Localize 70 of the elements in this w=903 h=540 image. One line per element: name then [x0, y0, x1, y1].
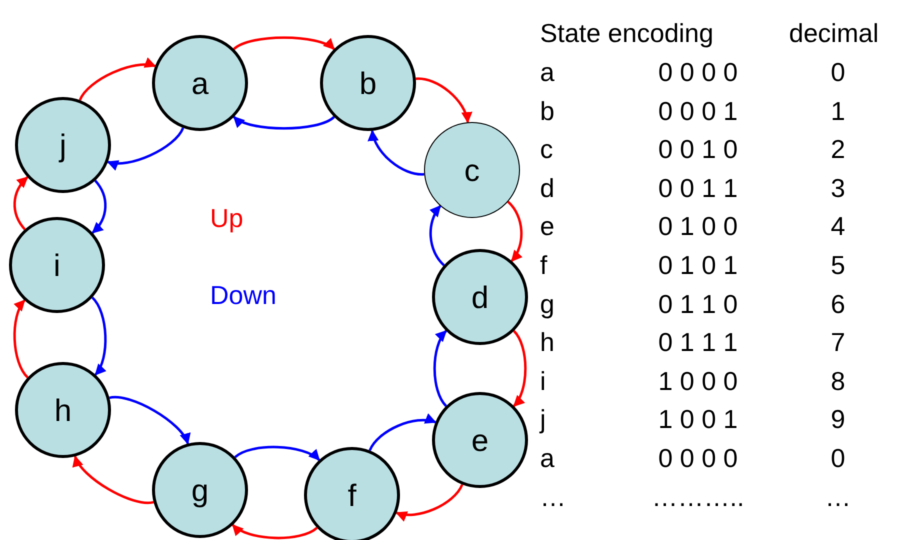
- state-label: c: [464, 154, 480, 186]
- arrow: [233, 116, 335, 130]
- arrow: [233, 36, 335, 50]
- arrow: [106, 127, 184, 170]
- state-label: e: [471, 424, 489, 456]
- table-text: 0 0 0 1: [658, 98, 738, 124]
- table-text: …: [540, 484, 566, 510]
- state-label: j: [60, 130, 66, 160]
- table-text: h: [540, 329, 554, 356]
- arrow: [429, 205, 445, 266]
- direction-label: Down: [210, 282, 276, 308]
- arrow: [396, 484, 464, 521]
- table-text: 0 1 0 0: [658, 213, 738, 240]
- table-text: g: [540, 290, 554, 317]
- state-label: a: [191, 68, 209, 98]
- arrow: [13, 299, 29, 378]
- table-text: e: [540, 213, 554, 240]
- table-text: 6: [830, 290, 846, 317]
- state-label: b: [359, 68, 377, 98]
- arrow: [368, 130, 424, 176]
- table-text: 2: [830, 136, 846, 162]
- table-text: 1 0 0 1: [658, 406, 738, 432]
- table-text: 3: [830, 174, 846, 201]
- table-text: 1 0 0 0: [658, 368, 738, 394]
- table-text: …: [825, 484, 851, 510]
- state-label: h: [54, 394, 72, 426]
- table-text: a: [540, 445, 554, 471]
- direction-label: Up: [210, 205, 244, 231]
- table-text: j: [540, 406, 546, 432]
- arrow: [433, 330, 448, 407]
- table-text: b: [540, 98, 554, 124]
- state-label: d: [471, 282, 489, 312]
- table-text: 0 1 1 1: [658, 329, 738, 356]
- arrow: [109, 396, 190, 445]
- column-header: State encoding: [540, 20, 714, 46]
- arrow: [78, 58, 156, 101]
- table-text: a: [540, 59, 554, 85]
- state-label: i: [54, 250, 60, 280]
- arrow: [512, 330, 527, 407]
- table-text: d: [540, 174, 554, 201]
- state-label: f: [348, 480, 356, 510]
- state-label: g: [191, 474, 209, 506]
- arrow: [416, 78, 472, 124]
- table-text: ………..: [652, 484, 744, 510]
- table-text: 0: [830, 59, 846, 85]
- table-text: i: [540, 368, 546, 394]
- table-text: 7: [830, 329, 846, 356]
- table-text: 0 0 0 0: [658, 445, 738, 471]
- table-text: 0 1 0 1: [658, 252, 738, 278]
- table-text: 5: [830, 252, 846, 278]
- table-text: 0: [830, 445, 846, 471]
- table-text: 0 0 0 0: [658, 59, 738, 85]
- table-text: 0 1 1 0: [658, 290, 738, 317]
- arrow: [234, 446, 320, 461]
- arrow: [92, 180, 107, 234]
- arrow: [74, 455, 154, 504]
- table-text: f: [540, 252, 548, 278]
- table-text: c: [540, 136, 553, 162]
- column-header: decimal: [789, 20, 879, 46]
- arrow: [368, 414, 436, 451]
- table-text: 4: [830, 213, 846, 240]
- arrow: [232, 524, 318, 540]
- arrow: [91, 296, 107, 376]
- table-text: 0 0 1 1: [658, 174, 738, 201]
- arrow: [507, 200, 523, 262]
- table-text: 0 0 1 0: [658, 136, 738, 162]
- table-text: 8: [830, 368, 846, 394]
- table-text: 9: [830, 406, 846, 432]
- table-text: 1: [830, 98, 846, 124]
- arrow: [13, 176, 28, 230]
